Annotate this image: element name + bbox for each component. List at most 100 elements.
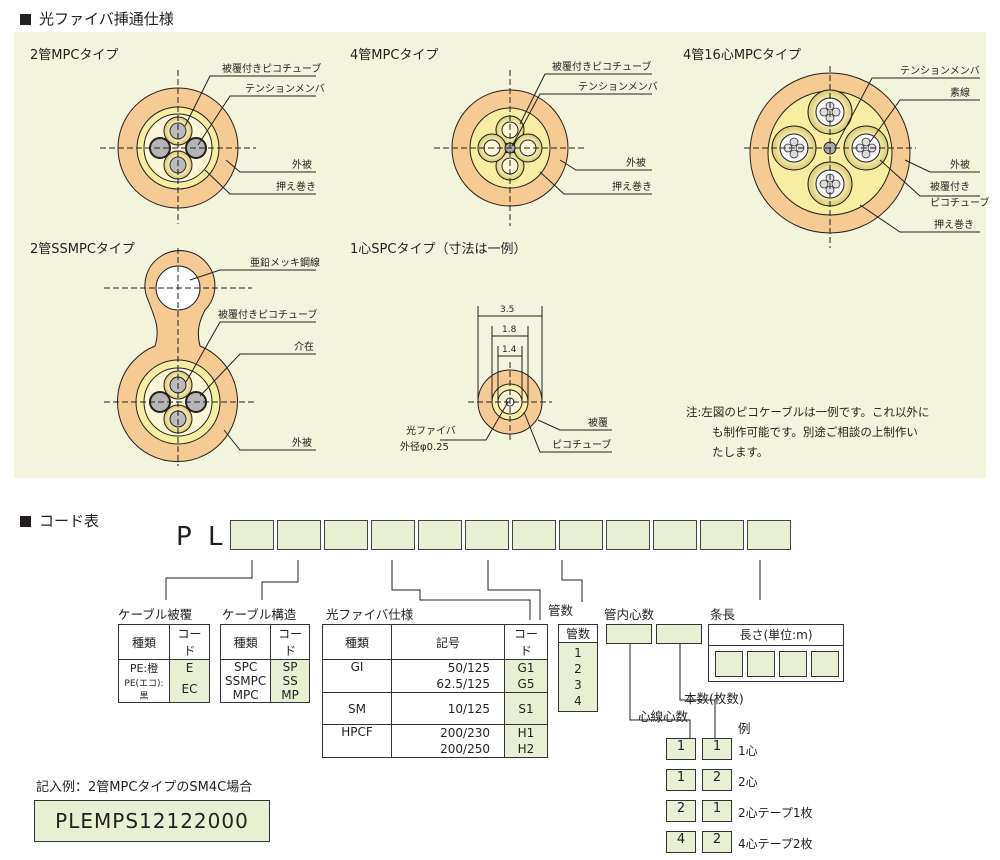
diagram-2ssmpc bbox=[104, 248, 316, 466]
length-digit-1 bbox=[715, 651, 743, 677]
example-label: 記入例：2管MPCタイプのSM4C場合 bbox=[36, 780, 253, 795]
fiber-header-symbol: 記号 bbox=[391, 624, 505, 660]
code-box-1 bbox=[230, 520, 274, 550]
fiber-type-hpcf: HPCF bbox=[322, 724, 392, 758]
example-code: PLEMPS12122000 bbox=[34, 800, 270, 842]
example-1-text: 1心 bbox=[738, 744, 758, 758]
example-4-text: 4心テープ2枚 bbox=[738, 837, 813, 851]
tubes-caption: 管数 bbox=[548, 603, 574, 618]
example-2-text: 2心 bbox=[738, 775, 758, 789]
label-ssmpc-sheath: 外被 bbox=[292, 436, 312, 449]
diagram-1spc bbox=[440, 306, 612, 453]
structure-header-code: コード bbox=[270, 624, 310, 660]
length-table: 長さ(単位:m) bbox=[708, 624, 844, 682]
code-box-10 bbox=[653, 520, 697, 550]
length-digit-3 bbox=[779, 651, 807, 677]
label-spc-coating: 被覆 bbox=[588, 416, 608, 429]
label-4x16-tension: テンションメンバ bbox=[900, 65, 980, 77]
code-box-6 bbox=[465, 520, 509, 550]
cores-core-label: 心線心数 bbox=[638, 709, 689, 724]
structure-type-2: SSMPC bbox=[219, 674, 272, 688]
code-box-3 bbox=[324, 520, 368, 550]
code-box-9 bbox=[606, 520, 650, 550]
example-2-a: 1 bbox=[666, 769, 696, 791]
label-4mpc-tension: テンションメンバ bbox=[578, 81, 658, 93]
label-4mpc-wrap: 押え巻き bbox=[612, 180, 652, 193]
code-box-12 bbox=[747, 520, 791, 550]
cores-box-1 bbox=[606, 624, 652, 644]
label-spc-fiber: 光ファイバ bbox=[406, 424, 456, 437]
sheath-code-1: E bbox=[169, 659, 210, 676]
label-spc-diameter: 外径φ0.25 bbox=[400, 440, 449, 453]
label-ssmpc-wire: 亜鉛メッキ鋼線 bbox=[250, 256, 320, 269]
example-1-b: 1 bbox=[702, 738, 732, 760]
section-title-code-table: コード表 bbox=[20, 510, 99, 531]
code-prefix: P L bbox=[176, 522, 227, 552]
sheath-header-code: コード bbox=[169, 624, 210, 660]
label-2mpc-sheath: 外被 bbox=[292, 158, 312, 171]
dim-1-8: 1.8 bbox=[502, 325, 517, 335]
diagram-title-2mpc: 2管MPCタイプ bbox=[30, 48, 119, 63]
sheath-type-2: PE(エコ):黒 bbox=[118, 676, 170, 703]
label-spc-picotube: ピコチューブ bbox=[552, 438, 611, 451]
section-title-insertion-spec: 光ファイバ挿通仕様 bbox=[20, 8, 174, 29]
sheath-code-2: EC bbox=[169, 676, 210, 703]
diagram-title-4mpc: 4管MPCタイプ bbox=[350, 48, 439, 63]
code-box-7 bbox=[512, 520, 556, 550]
tubes-values: 1 2 3 4 bbox=[558, 642, 598, 712]
code-box-2 bbox=[277, 520, 321, 550]
length-digit-4 bbox=[811, 651, 839, 677]
note-text: 注:左図のピコケーブルは一例です。これ以外に も制作可能です。別途ご相談の上制作… bbox=[686, 405, 930, 459]
example-3-a: 2 bbox=[666, 800, 696, 822]
diagram-title-2ssmpc: 2管SSMPCタイプ bbox=[30, 242, 135, 257]
diagram-title-1spc: 1心SPCタイプ（寸法は一例） bbox=[350, 242, 527, 257]
example-1-a: 1 bbox=[666, 738, 696, 760]
structure-header-type: 種類 bbox=[219, 624, 272, 660]
label-2mpc-tension: テンションメンバ bbox=[245, 83, 325, 95]
diagram-4mpc bbox=[434, 70, 652, 226]
label-2mpc-tube: 被覆付きピコチューブ bbox=[222, 62, 321, 75]
tubes-table: 管数 1 2 3 4 bbox=[558, 624, 598, 712]
dim-1-4: 1.4 bbox=[502, 345, 517, 355]
example-3-b: 1 bbox=[702, 800, 732, 822]
cable-cross-section-drawings: 被覆付きピコチューブ テンションメンバ 外被 押え巻き 被覆付きピコチューブ テ… bbox=[100, 60, 989, 466]
code-box-5 bbox=[418, 520, 462, 550]
label-2mpc-wrap: 押え巻き bbox=[276, 180, 316, 193]
sheath-header-type: 種類 bbox=[118, 624, 170, 660]
label-4x16-picotube: ピコチューブ bbox=[930, 196, 989, 209]
fiber-caption: 光ファイバ仕様 bbox=[326, 607, 414, 622]
bullet-square-icon bbox=[20, 516, 31, 527]
bullet-square-icon bbox=[20, 14, 31, 25]
label-ssmpc-filler: 介在 bbox=[294, 341, 314, 353]
cores-count-label: 本数(枚数) bbox=[684, 691, 744, 706]
fiber-code-sm: S1 bbox=[504, 692, 548, 725]
label-4x16-sheath: 外被 bbox=[950, 158, 970, 171]
length-caption: 条長 bbox=[710, 607, 736, 622]
example-4-a: 4 bbox=[666, 831, 696, 853]
length-header: 長さ(単位:m) bbox=[709, 625, 843, 646]
fiber-symbol-sm: 10/125 bbox=[391, 692, 505, 725]
diagram-title-4x16mpc: 4管16心MPCタイプ bbox=[683, 48, 801, 63]
code-box-11 bbox=[700, 520, 744, 550]
cores-box-2 bbox=[656, 624, 702, 644]
structure-type-3: MPC bbox=[219, 688, 272, 703]
cores-example-label: 例 bbox=[738, 721, 751, 736]
sheath-type-1: PE:橙 bbox=[118, 659, 170, 676]
code-box-8 bbox=[559, 520, 603, 550]
label-4mpc-sheath: 外被 bbox=[626, 156, 646, 169]
tubes-header: 管数 bbox=[558, 624, 598, 643]
example-2-b: 2 bbox=[702, 769, 732, 791]
structure-type-1: SPC bbox=[219, 659, 272, 674]
structure-code-3: MP bbox=[270, 688, 310, 703]
example-3-text: 2心テープ1枚 bbox=[738, 806, 813, 820]
structure-code-2: SS bbox=[270, 674, 310, 688]
cores-caption: 管内心数 bbox=[604, 607, 655, 622]
structure-caption: ケーブル構造 bbox=[222, 607, 297, 622]
sheath-caption: ケーブル被覆 bbox=[118, 607, 193, 622]
